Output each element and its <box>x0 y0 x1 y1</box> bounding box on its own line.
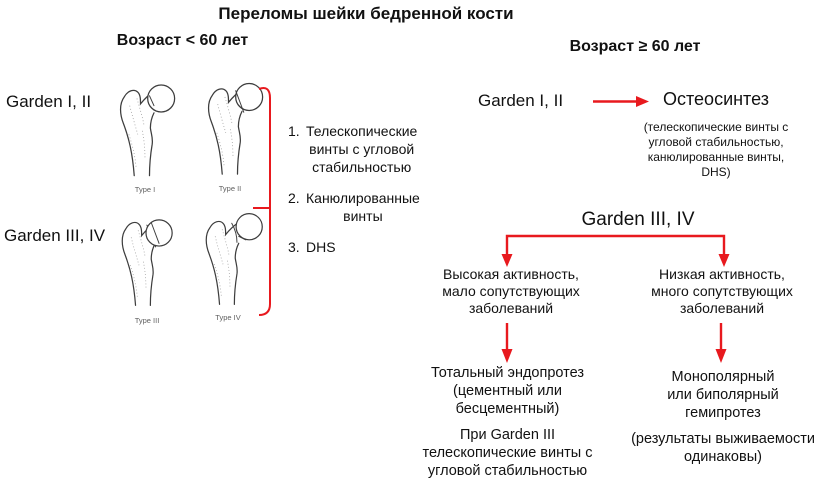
treatment-text: DHS <box>306 239 336 255</box>
osteosynthesis-result: Остеосинтез <box>663 89 769 109</box>
branch-connector <box>501 234 730 267</box>
condition-high-activity: Высокая активность, мало сопутствующих з… <box>442 266 580 316</box>
treatment-bracket <box>253 87 271 316</box>
treatments-list: 1. Телескопические винты с угловой стаби… <box>288 122 420 269</box>
condition-low-activity: Низкая активность, много сопутствующих з… <box>651 266 793 316</box>
garden-3-4-row-label: Garden III, IV <box>4 226 106 245</box>
outcome-text: Тотальный эндопротез (цементный или бесц… <box>430 365 585 417</box>
garden-1-2-label-right: Garden I, II <box>478 91 564 110</box>
femur-type-ii-illustration <box>207 82 264 175</box>
type-iv-caption: Type IV <box>215 313 241 322</box>
osteosynthesis-note: (телескопические винты с угловой стабиль… <box>643 120 789 179</box>
outcome-extra-text: При Garden III телескопические винты с у… <box>422 427 593 479</box>
garden-1-2-row-label: Garden I, II <box>6 92 92 111</box>
outcome-hemiprosthesis: Монополярный или биполярный гемипротез (… <box>618 368 827 466</box>
page-title: Переломы шейки бедренной кости <box>218 4 514 23</box>
treatment-item-1: 1. Телескопические винты с угловой стаби… <box>288 122 420 176</box>
garden-3-4-label-right: Garden III, IV <box>581 209 695 230</box>
femur-type-i-illustration <box>119 84 176 177</box>
femur-type-iv-illustration <box>205 213 263 305</box>
treatment-number: 3. <box>288 239 300 255</box>
type-iii-caption: Type III <box>134 316 160 325</box>
type-i-caption: Type I <box>134 185 156 194</box>
down-arrow-icon-right <box>715 323 727 363</box>
right-arrow-icon <box>593 96 649 107</box>
outcome-extra-text: (результаты выживаемости одинаковы) <box>631 431 815 465</box>
treatment-text: Телескопические винты с угловой стабильн… <box>306 123 418 175</box>
type-ii-caption: Type II <box>218 184 242 193</box>
femur-type-iii-illustration <box>121 219 173 306</box>
treatment-text: Канюлированные винты <box>306 190 420 224</box>
age-under-60-header: Возраст < 60 лет <box>116 32 249 49</box>
treatment-item-3: 3. DHS <box>288 238 420 256</box>
down-arrow-icon-left <box>501 323 513 363</box>
age-over-60-header: Возраст ≥ 60 лет <box>569 38 701 55</box>
outcome-text: Монополярный или биполярный гемипротез <box>667 369 779 421</box>
treatment-number: 1. <box>288 123 300 139</box>
outcome-total-endoprosthesis: Тотальный эндопротез (цементный или бесц… <box>405 364 610 480</box>
treatment-item-2: 2. Канюлированные винты <box>288 189 420 225</box>
treatment-number: 2. <box>288 190 300 206</box>
